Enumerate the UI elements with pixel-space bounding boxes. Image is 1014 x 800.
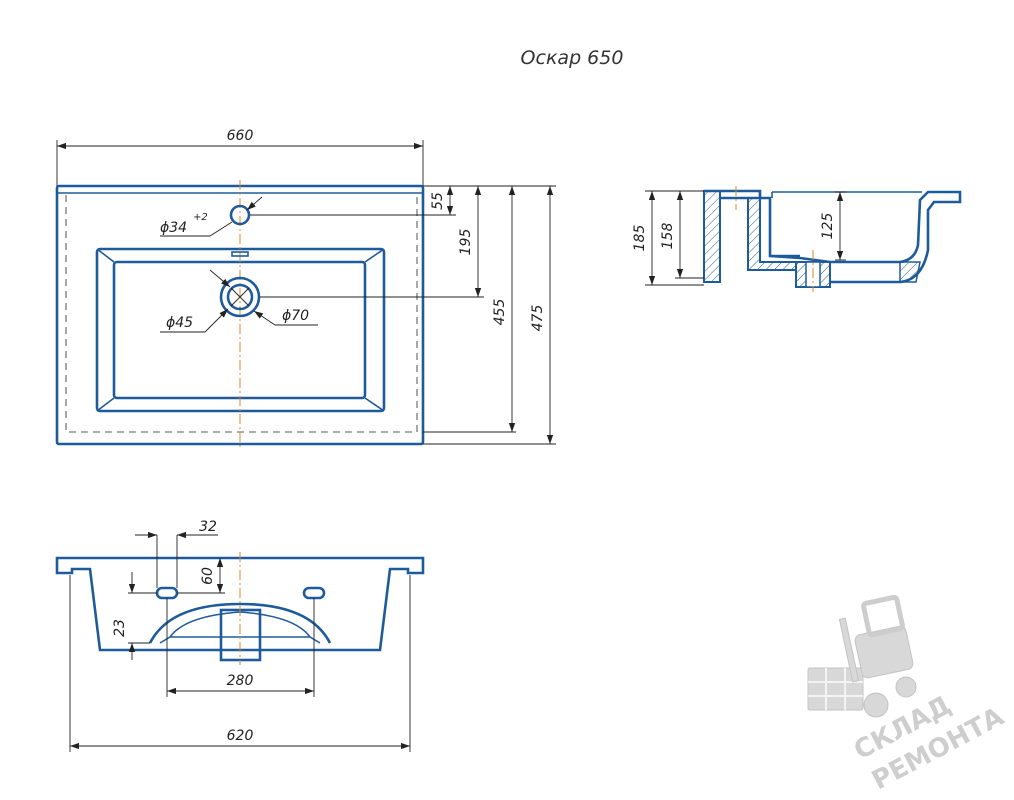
section-top-deck bbox=[704, 189, 762, 200]
dim-660-label: 660 bbox=[227, 128, 254, 144]
dim-185-label: 185 bbox=[632, 225, 648, 252]
drain-outer-diameter-label: ϕ70 bbox=[282, 308, 309, 324]
drain-leader-in bbox=[204, 308, 229, 333]
section-inner-wall bbox=[747, 197, 797, 271]
mount-slot-left bbox=[155, 586, 179, 600]
section-bowl-wall bbox=[760, 196, 800, 258]
front-view: 32 60 23 280 620 bbox=[55, 519, 425, 752]
tap-hole bbox=[229, 204, 251, 226]
front-drain-pipe bbox=[219, 608, 262, 662]
section-front-rim bbox=[899, 261, 921, 283]
tap-leader-1 bbox=[209, 221, 233, 237]
side-section: 185 158 125 bbox=[632, 186, 962, 292]
top-view: 660 55 195 455 475 ϕ34 +2 ϕ45 ϕ70 bbox=[55, 128, 556, 450]
tap-tolerance-label: +2 bbox=[193, 212, 208, 223]
dim-455-label: 455 bbox=[492, 299, 508, 326]
dim-23-label: 23 bbox=[112, 619, 128, 637]
bowl-corner-bl bbox=[96, 397, 115, 412]
tap-leader-arrow bbox=[246, 196, 263, 211]
drain-cross-2 bbox=[230, 287, 250, 307]
drain-leader-top bbox=[209, 269, 231, 288]
mount-slot-right bbox=[302, 586, 326, 600]
bowl-corner-tr bbox=[364, 248, 385, 263]
drain-leader-out bbox=[253, 310, 276, 326]
drain-inner bbox=[226, 283, 254, 311]
dim-60-label: 60 bbox=[200, 567, 216, 585]
dim-280-label: 280 bbox=[227, 673, 254, 689]
dim-158-label: 158 bbox=[660, 223, 676, 250]
drawing-title: Оскар 650 bbox=[521, 47, 624, 69]
forklift-icon bbox=[807, 594, 917, 718]
bowl-corner-br bbox=[364, 397, 385, 412]
section-back-wall bbox=[703, 190, 721, 283]
bowl-corner-tl bbox=[96, 248, 115, 263]
dim-195-label: 195 bbox=[458, 229, 474, 256]
top-hidden-edge bbox=[65, 195, 418, 433]
drain-inner-diameter-label: ϕ45 bbox=[166, 315, 193, 331]
front-outer-outline bbox=[55, 556, 425, 652]
dim-620-label: 620 bbox=[227, 728, 254, 744]
dim-32-label: 32 bbox=[199, 519, 217, 535]
dim-125-label: 125 bbox=[820, 213, 836, 240]
overflow-slot bbox=[231, 251, 249, 257]
dim-475-label: 475 bbox=[530, 305, 546, 332]
dim-55-label: 55 bbox=[430, 192, 446, 210]
tap-diameter-label: ϕ34 bbox=[160, 220, 187, 236]
drain-outer bbox=[219, 276, 261, 318]
watermark: СКЛАД РЕМОНТА bbox=[807, 594, 1009, 796]
